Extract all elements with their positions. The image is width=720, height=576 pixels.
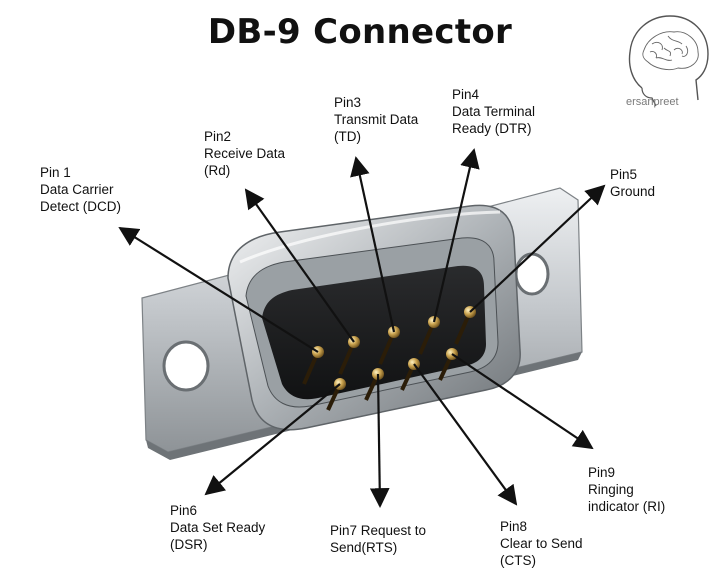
pin4-arrow bbox=[432, 148, 480, 323]
d-shell bbox=[227, 204, 521, 431]
pin8-arrow bbox=[413, 363, 518, 506]
page-title: DB-9 Connector bbox=[207, 12, 513, 52]
pin5-arrow bbox=[469, 184, 606, 313]
pin3-arrow bbox=[350, 156, 396, 333]
pin7-arrow bbox=[369, 373, 390, 508]
logo-text: ersanpreet bbox=[626, 96, 679, 108]
pin2-arrow bbox=[244, 188, 355, 343]
brain-head-icon bbox=[628, 15, 709, 107]
pin6-arrow bbox=[204, 383, 341, 496]
pin9-arrow bbox=[451, 353, 594, 450]
pin1-arrow bbox=[118, 226, 319, 353]
